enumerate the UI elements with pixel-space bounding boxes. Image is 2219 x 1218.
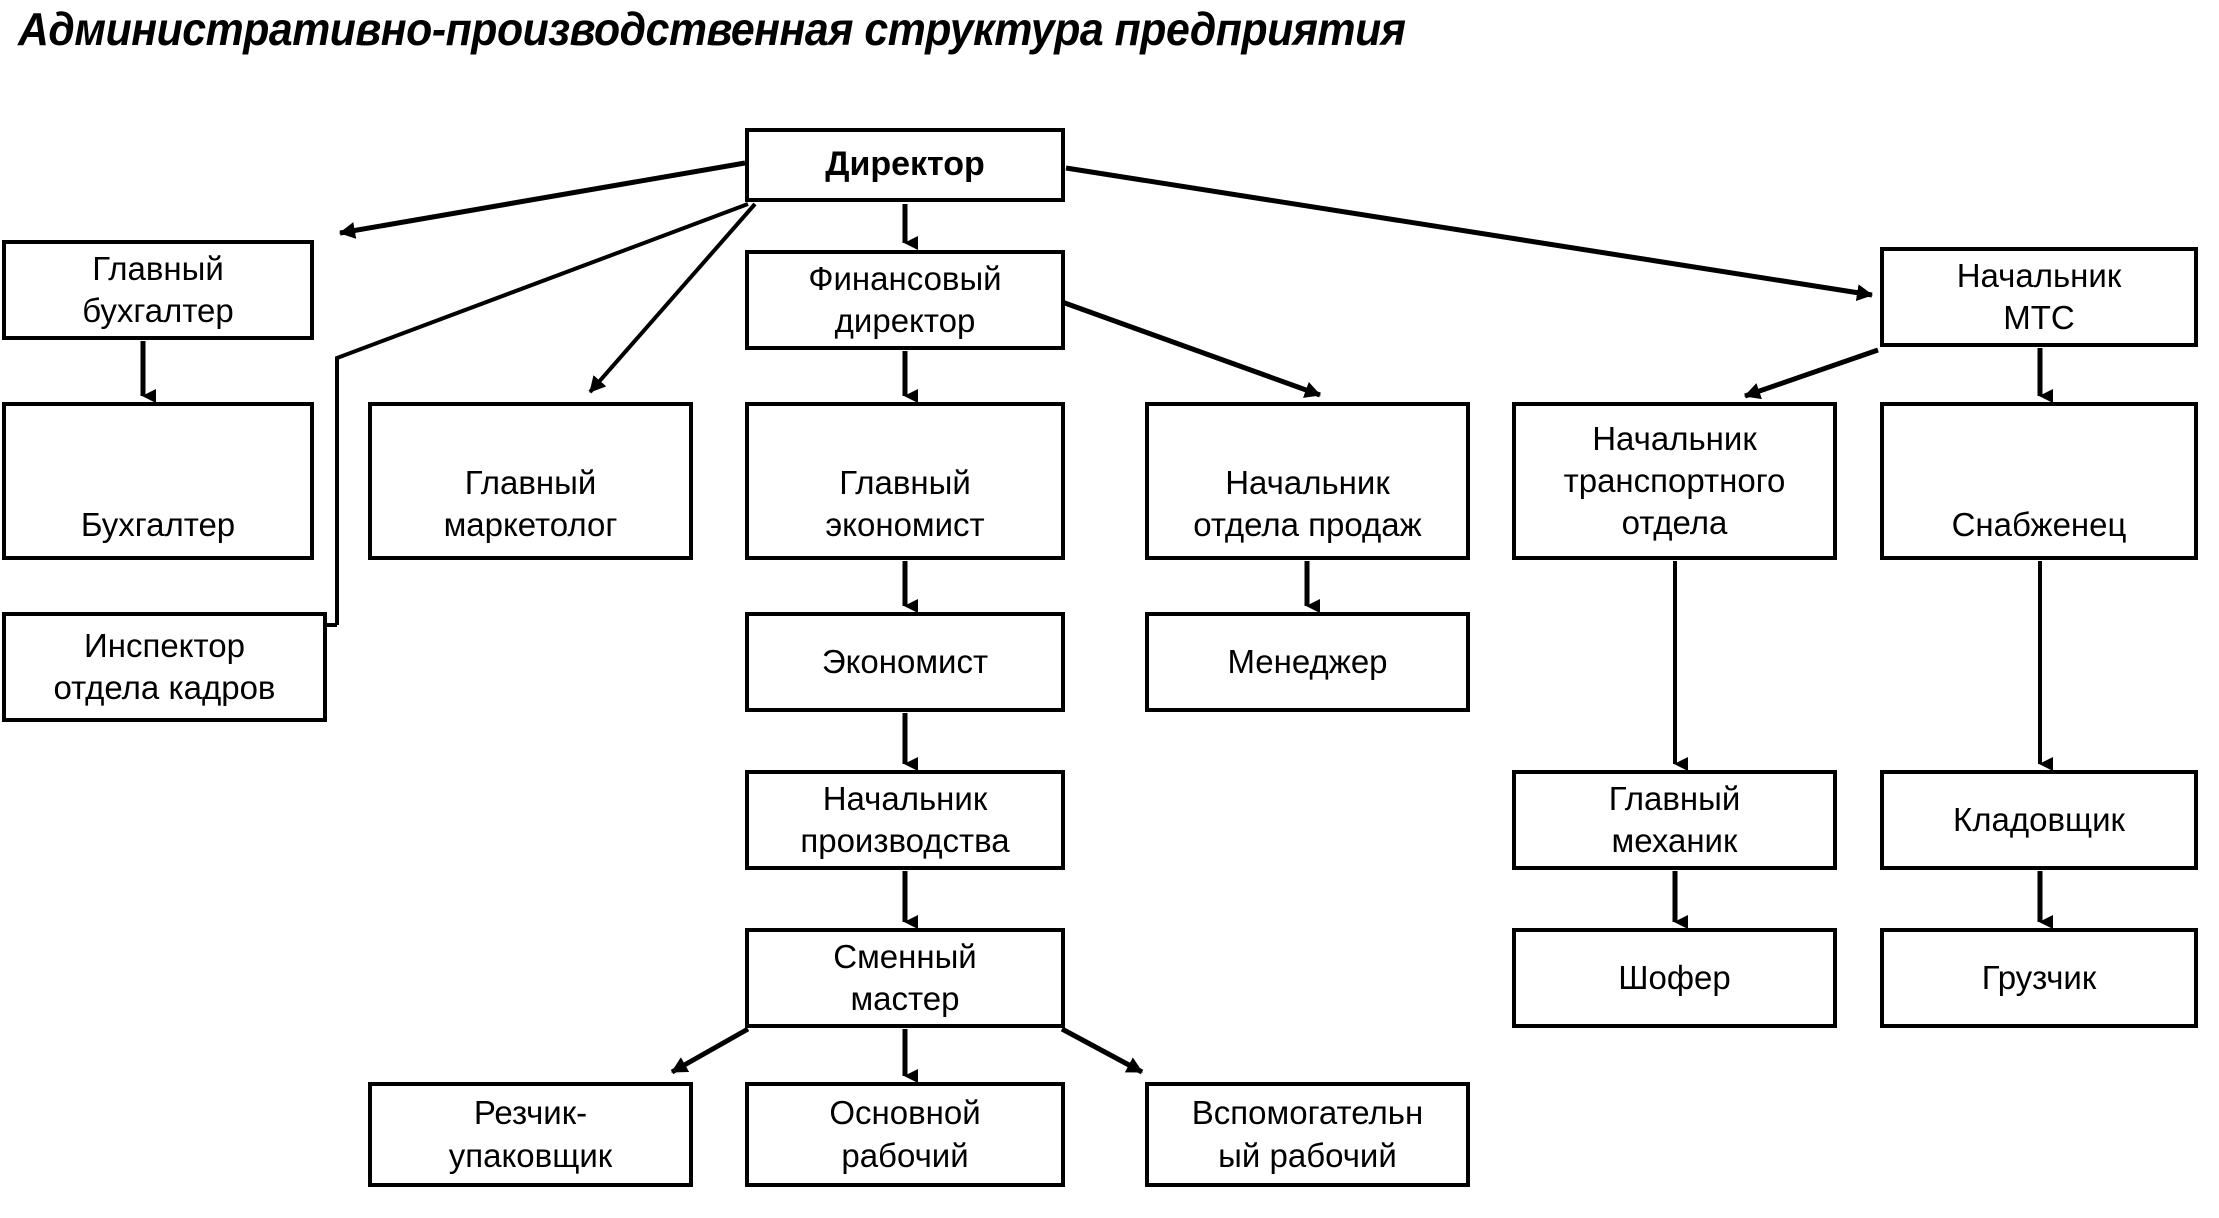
node-label-manager: Менеджер <box>1227 642 1388 680</box>
node-label-aux-worker: Вспомогательн ый рабочий <box>1191 1094 1424 1174</box>
node-label-chief-marketer: Главный маркетолог <box>443 463 618 543</box>
edge-director-chief-marketer <box>588 202 757 394</box>
node-label-chief-mechanic: Главный механик <box>1608 779 1741 859</box>
node-cutter-packer[interactable]: Резчик- упаковщик <box>368 1082 693 1187</box>
node-accountant[interactable]: Бухгалтер <box>2 402 314 560</box>
node-prod-chief[interactable]: Начальник производства <box>745 770 1065 870</box>
node-chief-marketer[interactable]: Главный маркетолог <box>368 402 693 560</box>
node-driver[interactable]: Шофер <box>1512 928 1837 1028</box>
node-label-sales-chief: Начальник отдела продаж <box>1193 463 1422 543</box>
edge-shift-master-cutter-packer <box>670 1026 750 1075</box>
edge-director-chief-accountant <box>339 160 746 239</box>
node-label-mts-chief: Начальник МТС <box>1956 256 2122 336</box>
node-label-prod-chief: Начальник производства <box>800 779 1010 859</box>
node-economist[interactable]: Экономист <box>745 612 1065 712</box>
node-aux-worker[interactable]: Вспомогательн ый рабочий <box>1145 1082 1470 1187</box>
node-chief-accountant[interactable]: Главный бухгалтер <box>2 240 314 340</box>
node-label-loader: Грузчик <box>1981 958 2097 996</box>
node-director[interactable]: Директор <box>745 128 1065 202</box>
node-label-transport-chief: Начальник транспортного отдела <box>1563 419 1786 542</box>
edge-mts-chief-transport-chief <box>1744 347 1879 400</box>
node-hr-inspector[interactable]: Инспектор отдела кадров <box>2 612 327 722</box>
node-loader[interactable]: Грузчик <box>1880 928 2198 1028</box>
edge-director-mts-chief <box>1065 165 1873 302</box>
node-label-shift-master: Сменный мастер <box>833 937 977 1017</box>
node-chief-economist[interactable]: Главный экономист <box>745 402 1065 560</box>
node-fin-director[interactable]: Финансовый директор <box>745 250 1065 350</box>
node-chief-mechanic[interactable]: Главный механик <box>1512 770 1837 870</box>
edge-group-shift-master <box>670 1026 1144 1083</box>
node-mts-chief[interactable]: Начальник МТС <box>1880 247 2198 347</box>
node-label-supplier: Снабженец <box>1951 505 2127 543</box>
node-label-fin-director: Финансовый директор <box>808 259 1002 339</box>
node-label-director: Директор <box>825 145 985 184</box>
node-label-chief-economist: Главный экономист <box>825 463 985 543</box>
page-title: Административно-производственная структу… <box>18 3 1406 55</box>
node-main-worker[interactable]: Основной рабочий <box>745 1082 1065 1187</box>
node-storekeeper[interactable]: Кладовщик <box>1880 770 2198 870</box>
node-shift-master[interactable]: Сменный мастер <box>745 928 1065 1028</box>
node-label-economist: Экономист <box>821 642 989 680</box>
node-label-chief-accountant: Главный бухгалтер <box>82 249 234 329</box>
node-label-accountant: Бухгалтер <box>80 505 236 543</box>
node-label-main-worker: Основной рабочий <box>829 1094 981 1174</box>
node-transport-chief[interactable]: Начальник транспортного отдела <box>1512 402 1837 560</box>
node-sales-chief[interactable]: Начальник отдела продаж <box>1145 402 1470 560</box>
edge-fin-director-sales-chief <box>1061 299 1321 398</box>
node-label-driver: Шофер <box>1618 958 1731 996</box>
node-manager[interactable]: Менеджер <box>1145 612 1470 712</box>
node-label-storekeeper: Кладовщик <box>1953 800 2125 838</box>
node-label-hr-inspector: Инспектор отдела кадров <box>53 626 276 706</box>
node-label-cutter-packer: Резчик- упаковщик <box>448 1094 613 1174</box>
node-supplier[interactable]: Снабженец <box>1880 402 2198 560</box>
edge-shift-master-aux-worker <box>1060 1026 1144 1075</box>
